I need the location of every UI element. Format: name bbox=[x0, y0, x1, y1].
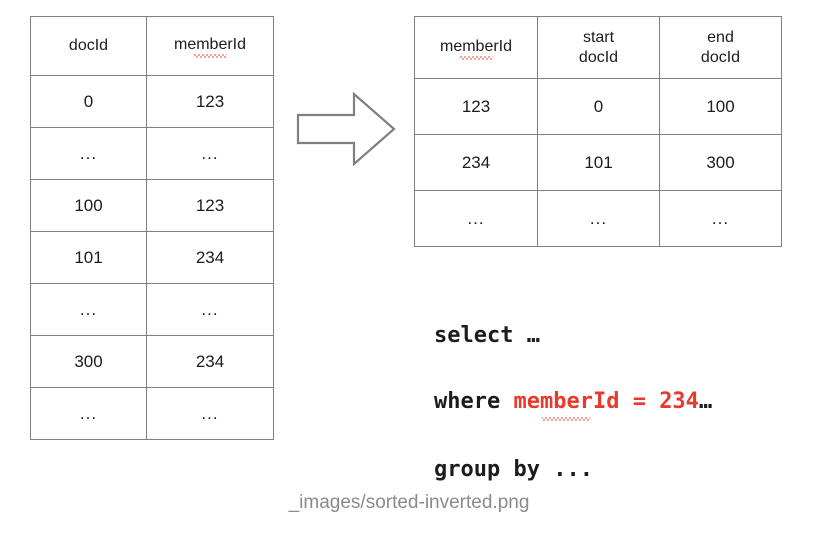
sql-line-text: select … bbox=[434, 323, 540, 348]
sql-predicate-value: = 234 bbox=[619, 389, 699, 414]
arrow-polygon bbox=[296, 91, 396, 167]
cell-end-docid: ... bbox=[659, 190, 782, 247]
sorted-inverted-index-table: memberId start docId end docId 123 0 100… bbox=[414, 16, 782, 247]
column-header-label: memberId bbox=[174, 35, 246, 57]
cell-end-docid: 100 bbox=[659, 78, 782, 135]
sql-keyword-where: where bbox=[434, 389, 514, 414]
sql-line-ellipsis: … bbox=[698, 389, 713, 414]
table-row-highlighted: 234 101 300 bbox=[414, 134, 782, 191]
cell-docid: ... bbox=[30, 387, 147, 440]
cell-docid: 300 bbox=[30, 335, 147, 388]
cell-start-docid: 0 bbox=[537, 78, 660, 135]
cell-memberid: ... bbox=[146, 127, 274, 180]
table-row: 100 123 bbox=[30, 179, 274, 232]
column-header-end-docid: end docId bbox=[659, 16, 782, 79]
cell-memberid: 123 bbox=[146, 75, 274, 128]
table-row: ... ... bbox=[30, 127, 274, 180]
image-caption: _images/sorted-inverted.png bbox=[288, 492, 530, 513]
cell-memberid: 234 bbox=[146, 231, 274, 284]
column-header-docid: docId bbox=[30, 16, 147, 76]
cell-memberid: ... bbox=[146, 283, 274, 336]
cell-docid: 100 bbox=[30, 179, 147, 232]
cell-end-docid: 300 bbox=[659, 134, 782, 191]
right-arrow-icon bbox=[296, 91, 396, 167]
column-header-label: docId bbox=[68, 37, 109, 54]
table-header-row: memberId start docId end docId bbox=[414, 16, 782, 79]
table-row: ... ... bbox=[30, 283, 274, 336]
column-header-label: end docId bbox=[700, 28, 741, 66]
table-header-row: docId memberId bbox=[30, 16, 274, 76]
cell-memberid: 123 bbox=[146, 179, 274, 232]
forward-index-table: docId memberId 0 123 ... ... 100 123 101… bbox=[30, 16, 274, 440]
sql-line-where: where memberId = 234… bbox=[434, 385, 712, 420]
column-header-memberid: memberId bbox=[146, 16, 274, 76]
cell-memberid: 123 bbox=[414, 78, 538, 135]
sql-line-groupby: group by ... bbox=[434, 453, 712, 486]
column-header-memberid: memberId bbox=[414, 16, 538, 79]
column-header-start-docid: start docId bbox=[537, 16, 660, 79]
cell-memberid: 234 bbox=[146, 335, 274, 388]
table-row: ... ... ... bbox=[414, 190, 782, 247]
sql-line-text: group by ... bbox=[434, 457, 593, 482]
column-header-label: memberId bbox=[440, 37, 512, 59]
cell-docid: ... bbox=[30, 283, 147, 336]
cell-memberid: ... bbox=[146, 387, 274, 440]
cell-docid: 0 bbox=[30, 75, 147, 128]
cell-memberid: ... bbox=[414, 190, 538, 247]
table-row: 0 123 bbox=[30, 75, 274, 128]
column-header-label: start docId bbox=[578, 28, 619, 66]
table-row: 123 0 100 bbox=[414, 78, 782, 135]
sql-line-select: select … bbox=[434, 319, 712, 352]
cell-memberid: 234 bbox=[414, 134, 538, 191]
table-row: 300 234 bbox=[30, 335, 274, 388]
table-row: ... ... bbox=[30, 387, 274, 440]
cell-start-docid: ... bbox=[537, 190, 660, 247]
cell-docid: ... bbox=[30, 127, 147, 180]
cell-docid: 101 bbox=[30, 231, 147, 284]
sql-query-snippet: select … where memberId = 234… group by … bbox=[434, 286, 712, 519]
cell-start-docid: 101 bbox=[537, 134, 660, 191]
table-row: 101 234 bbox=[30, 231, 274, 284]
sql-column-memberid: memberId bbox=[513, 385, 619, 420]
